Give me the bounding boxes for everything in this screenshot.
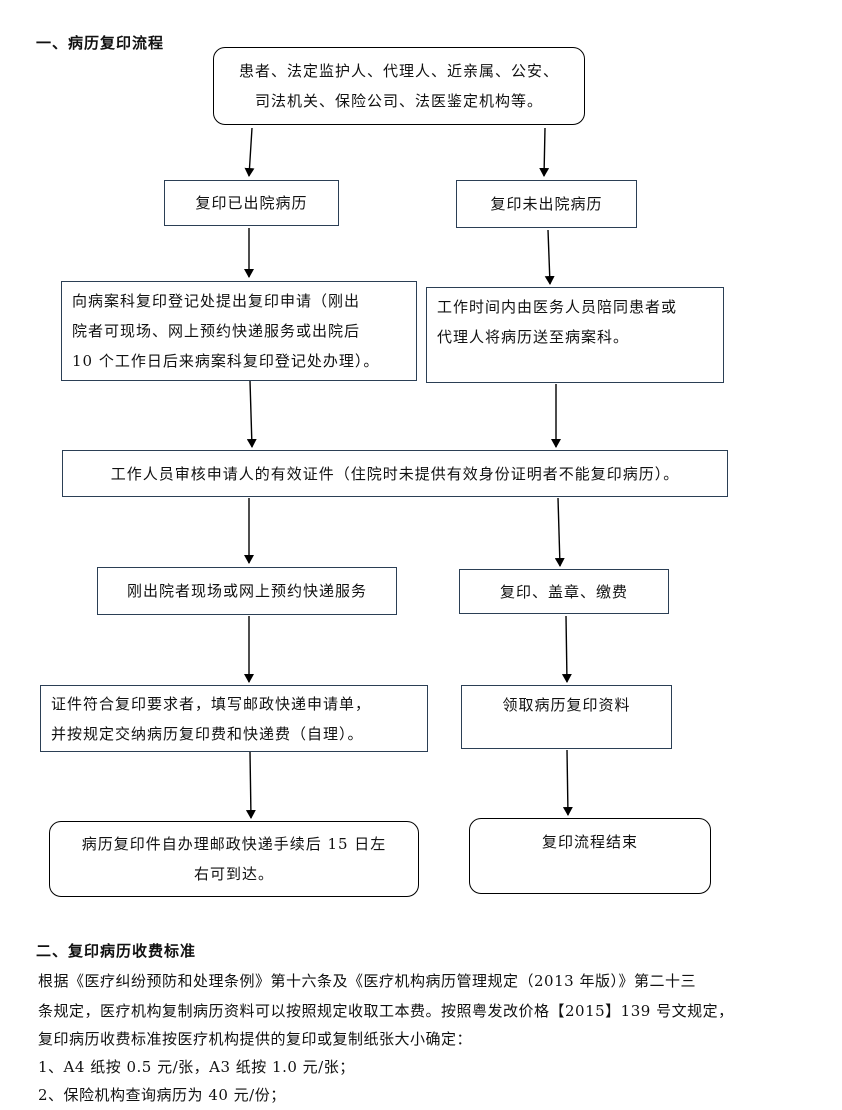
arrival-line-1: 病历复印件自办理邮政快递手续后 15 日左 <box>81 835 387 853</box>
discharged-apply-box: 向病案科复印登记处提出复印申请（刚出 院者可现场、网上预约快递服务或出院后 10… <box>61 281 417 381</box>
arrow-not-discharged-to-send <box>544 229 555 285</box>
applicants-line-2: 司法机关、保险公司、法医鉴定机构等。 <box>254 92 543 110</box>
applicants-line-1: 患者、法定监护人、代理人、近亲属、公安、 <box>238 62 559 80</box>
verify-label: 工作人员审核申请人的有效证件（住院时未提供有效身份证明者不能复印病历）。 <box>110 464 680 483</box>
end-box: 复印流程结束 <box>469 818 711 894</box>
arrow-applicants-to-not-discharged <box>539 127 550 177</box>
discharged-apply-line-3: 10 个工作日后来病案科复印登记处办理）。 <box>72 352 380 370</box>
collect-label: 领取病历复印资料 <box>502 696 631 714</box>
copy-stamp-pay-box: 复印、盖章、缴费 <box>459 569 669 614</box>
verify-box: 工作人员审核申请人的有效证件（住院时未提供有效身份证明者不能复印病历）。 <box>62 450 728 497</box>
express-form-box: 证件符合复印要求者，填写邮政快递申请单， 并按规定交纳病历复印费和快递费（自理）… <box>40 685 428 752</box>
arrow-copy-to-collect <box>561 615 572 683</box>
discharged-apply-line-1: 向病案科复印登记处提出复印申请（刚出 <box>72 292 361 310</box>
discharged-box: 复印已出院病历 <box>164 180 339 226</box>
express-service-box: 刚出院者现场或网上预约快递服务 <box>97 567 397 615</box>
not-discharged-send-line-1: 工作时间内由医务人员陪同患者或 <box>437 298 678 316</box>
arrow-verify-to-copy <box>554 497 565 567</box>
fee-item-2: 2、保险机构查询病历为 40 元/份； <box>38 1086 286 1104</box>
section-2-title: 二、复印病历收费标准 <box>36 942 197 960</box>
fee-item-1: 1、A4 纸按 0.5 元/张，A3 纸按 1.0 元/张； <box>38 1058 355 1076</box>
not-discharged-send-box: 工作时间内由医务人员陪同患者或 代理人将病历送至病案科。 <box>426 287 724 383</box>
not-discharged-label: 复印未出院病历 <box>490 195 603 213</box>
section-1-title: 一、病历复印流程 <box>36 34 165 52</box>
arrow-form-to-arrival <box>245 751 256 819</box>
express-form-line-2: 并按规定交纳病历复印费和快递费（自理）。 <box>51 724 364 743</box>
discharged-apply-line-2: 院者可现场、网上预约快递服务或出院后 <box>72 322 361 340</box>
fee-paragraph-line-3: 复印病历收费标准按医疗机构提供的复印或复制纸张大小确定： <box>38 1030 473 1048</box>
arrival-line-2: 右可到达。 <box>193 865 274 883</box>
discharged-label: 复印已出院病历 <box>195 194 308 212</box>
applicants-box: 患者、法定监护人、代理人、近亲属、公安、 司法机关、保险公司、法医鉴定机构等。 <box>213 47 585 125</box>
arrow-collect-to-end <box>562 749 573 816</box>
express-form-line-1: 证件符合复印要求者，填写邮政快递申请单， <box>51 694 372 713</box>
not-discharged-send-line-2: 代理人将病历送至病案科。 <box>437 328 630 346</box>
arrow-apply-to-verify <box>246 380 257 448</box>
fee-paragraph-line-2: 条规定，医疗机构复制病历资料可以按照规定收取工本费。按照粤发改价格【2015】1… <box>38 1002 734 1020</box>
fee-paragraph-line-1: 根据《医疗纠纷预防和处理条例》第十六条及《医疗机构病历管理规定（2013 年版）… <box>38 972 696 990</box>
not-discharged-box: 复印未出院病历 <box>456 180 637 228</box>
arrival-box: 病历复印件自办理邮政快递手续后 15 日左 右可到达。 <box>49 821 419 897</box>
end-label: 复印流程结束 <box>541 833 638 851</box>
copy-stamp-pay-label: 复印、盖章、缴费 <box>499 582 628 601</box>
express-service-label: 刚出院者现场或网上预约快递服务 <box>126 582 367 600</box>
arrow-applicants-to-discharged <box>244 127 255 177</box>
collect-box: 领取病历复印资料 <box>461 685 672 749</box>
